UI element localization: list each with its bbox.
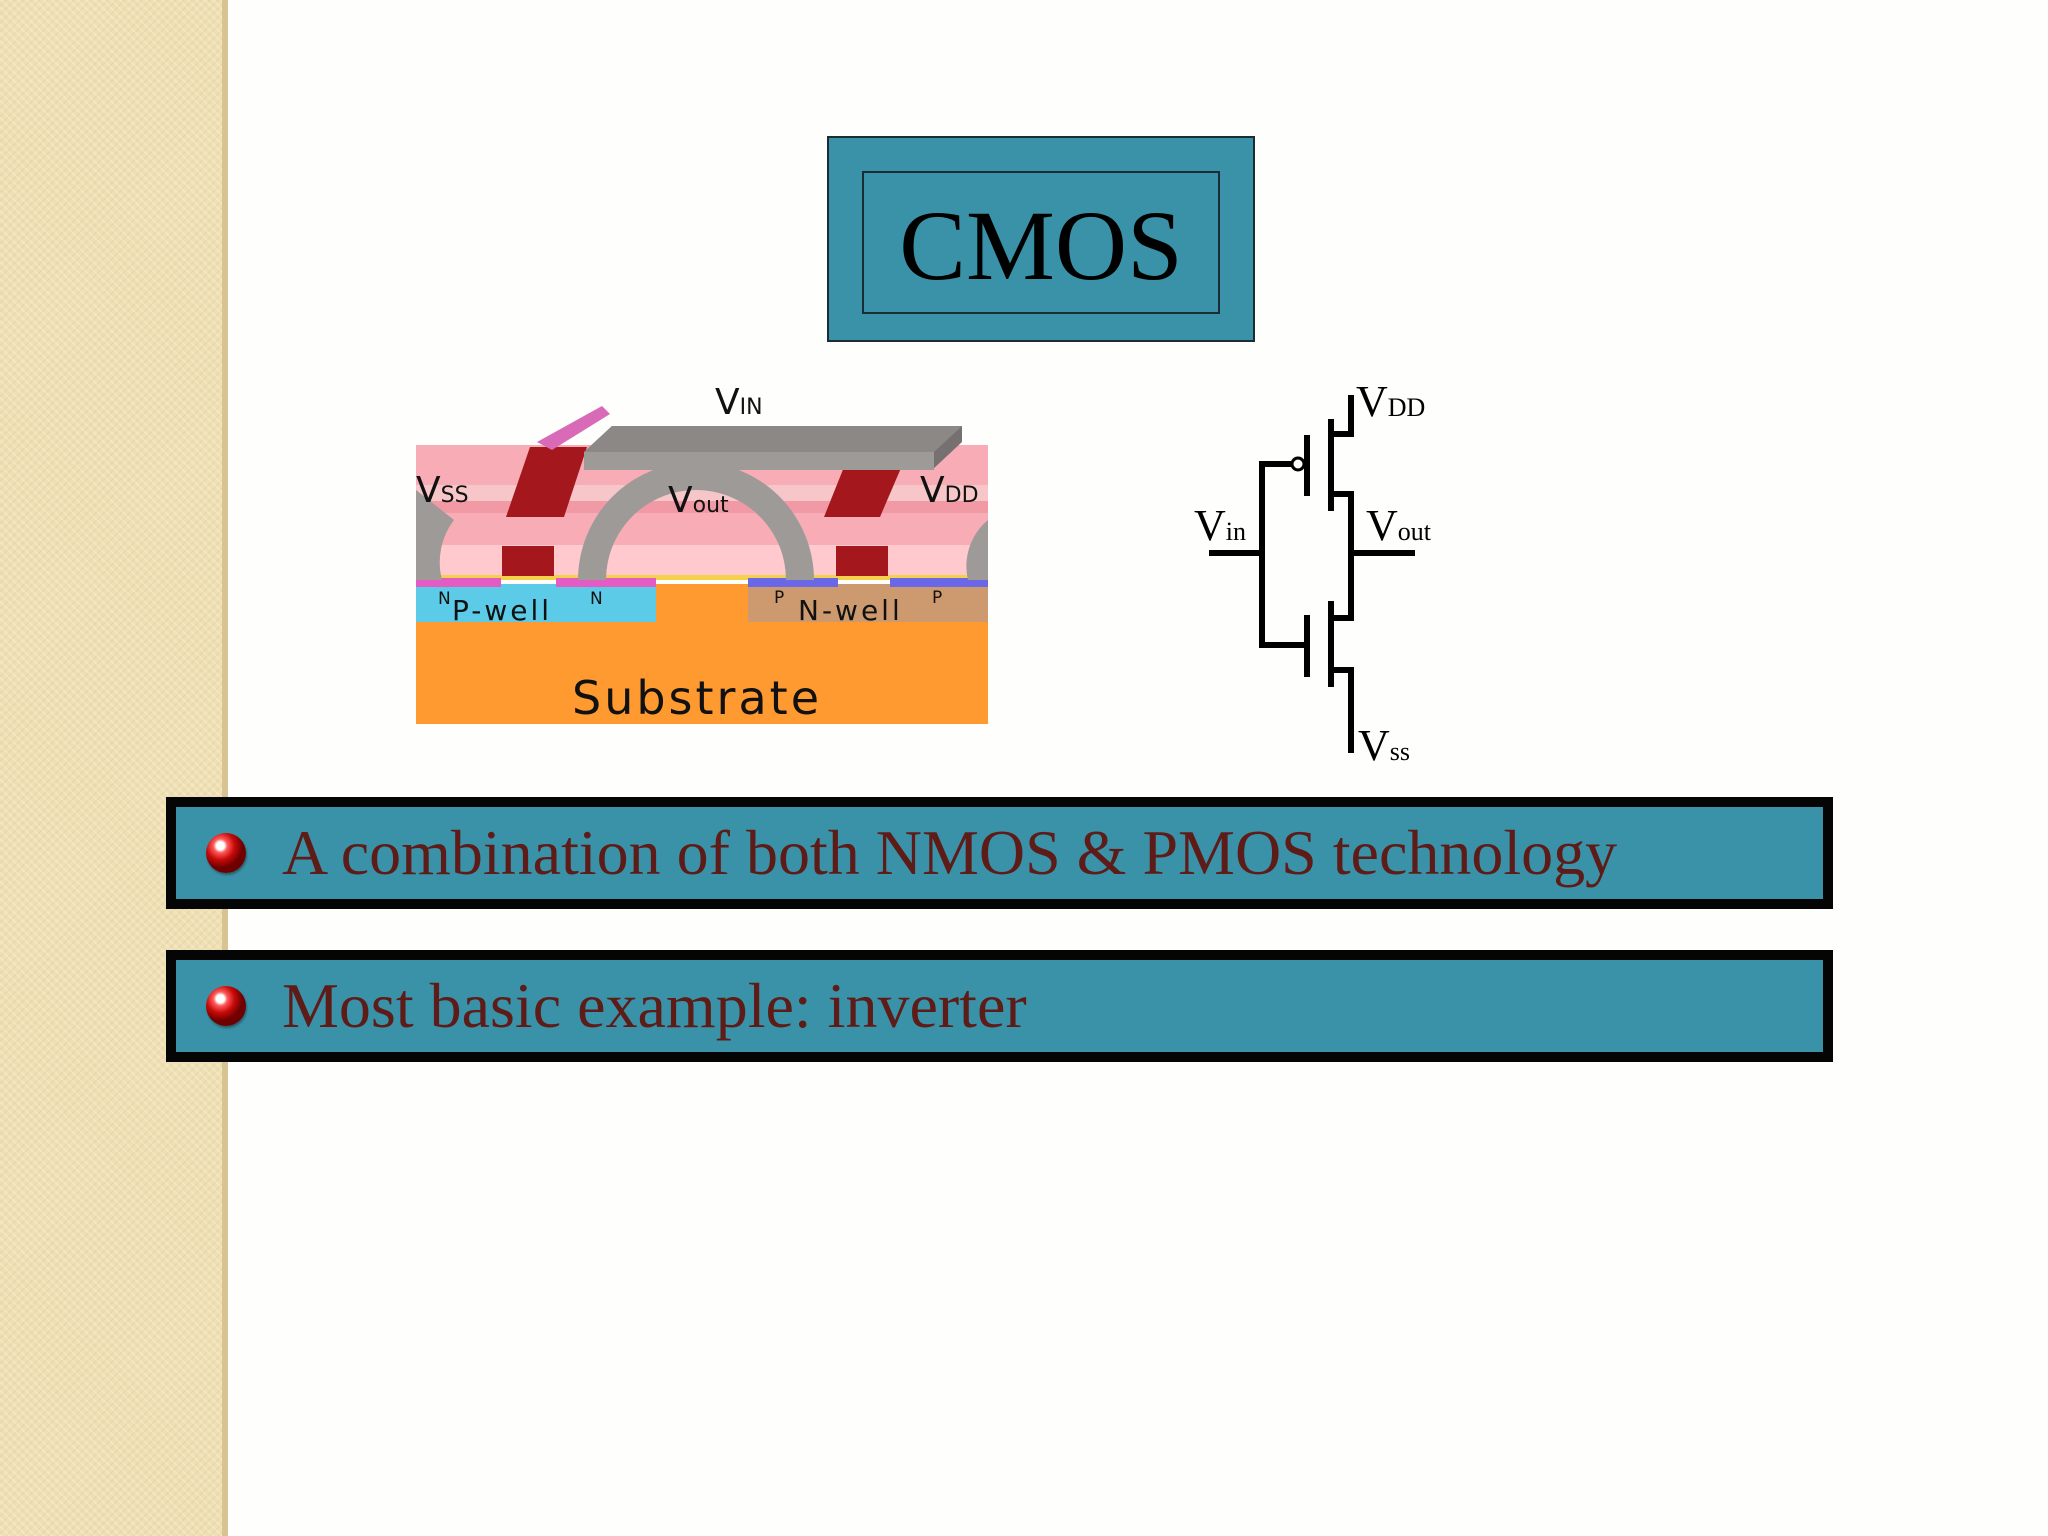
vout-terminal-label: Vout: [1366, 501, 1432, 550]
bullet-item: Most basic example: inverter: [166, 950, 1833, 1062]
vin-label: VIN: [715, 382, 763, 423]
p-diffusion-left: [748, 578, 838, 587]
slide-title: CMOS: [899, 189, 1183, 301]
slide-title-frame: CMOS: [862, 171, 1220, 314]
bullet-text: A combination of both NMOS & PMOS techno…: [282, 817, 1618, 888]
left-contact-via: [506, 447, 587, 517]
vout-metal-arch: [578, 462, 814, 580]
nmos-gate: [502, 546, 554, 576]
p-well-region: [416, 584, 656, 622]
gate-oxide-region: [416, 545, 988, 575]
n-label-left: N: [438, 589, 451, 609]
thin-oxide-strip: [416, 575, 988, 580]
n-diffusion-right: [556, 578, 656, 587]
n-well-label: N-well: [798, 594, 903, 627]
cmos-cross-section-diagram: VIN VSS Vout VDD N N P P P-well N-well S…: [416, 382, 988, 725]
vout-label: Vout: [668, 480, 729, 521]
vin-terminal-label: Vin: [1194, 501, 1246, 550]
side-band-edge-line: [222, 0, 228, 1536]
n-label-right: N: [590, 589, 603, 609]
vss-terminal-label: Vss: [1358, 721, 1410, 770]
lower-oxide-layer: [416, 513, 988, 545]
pmos-inversion-bubble: [1290, 456, 1306, 472]
p-label-right: P: [932, 588, 942, 608]
cmos-inverter-schematic: VDD Vin Vout Vss: [1194, 378, 1432, 770]
p-label-left: P: [774, 588, 784, 608]
bullet-text: Most basic example: inverter: [282, 970, 1027, 1041]
vdd-terminal-label: VDD: [1356, 378, 1425, 426]
bullet-ball-icon: [206, 986, 246, 1026]
vss-metal-arch: [416, 490, 454, 580]
n-diffusion-left: [416, 578, 501, 587]
vdd-label: VDD: [920, 470, 979, 511]
p-well-label: P-well: [452, 594, 552, 627]
n-well-region: [748, 584, 988, 622]
vin-metal-bar-front: [584, 452, 934, 470]
decorative-side-band: [0, 0, 228, 1536]
vin-metal-bar-top: [584, 426, 962, 452]
bullet-item: A combination of both NMOS & PMOS techno…: [166, 797, 1833, 909]
p-diffusion-right: [890, 578, 988, 587]
vdd-metal-arch: [966, 504, 988, 580]
slide-title-box: CMOS: [827, 136, 1255, 342]
vss-label: VSS: [416, 470, 469, 511]
left-contact-top: [537, 406, 610, 450]
pmos-gate: [836, 546, 888, 576]
substrate-label: Substrate: [572, 671, 822, 725]
bullet-ball-icon: [206, 833, 246, 873]
